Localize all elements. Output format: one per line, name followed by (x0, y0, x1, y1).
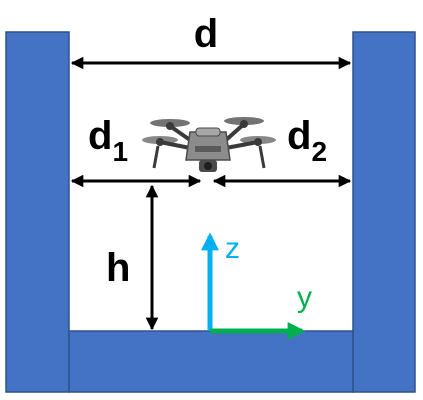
right-wall (352, 31, 416, 393)
quadcopter-drone-icon (142, 117, 276, 172)
height-label: h (106, 246, 130, 290)
left-gap-letter: d (88, 114, 112, 158)
width-label: d (194, 12, 218, 56)
left-gap-subscript: 1 (112, 136, 128, 167)
right-gap-subscript: 2 (311, 136, 327, 167)
floor (68, 330, 354, 393)
y-axis-label: y (297, 281, 312, 314)
z-axis-label: z (225, 232, 240, 265)
left-wall (5, 31, 70, 393)
left-gap-label: d1 (88, 114, 128, 167)
right-gap-letter: d (287, 114, 311, 158)
right-gap-label: d2 (287, 114, 327, 167)
